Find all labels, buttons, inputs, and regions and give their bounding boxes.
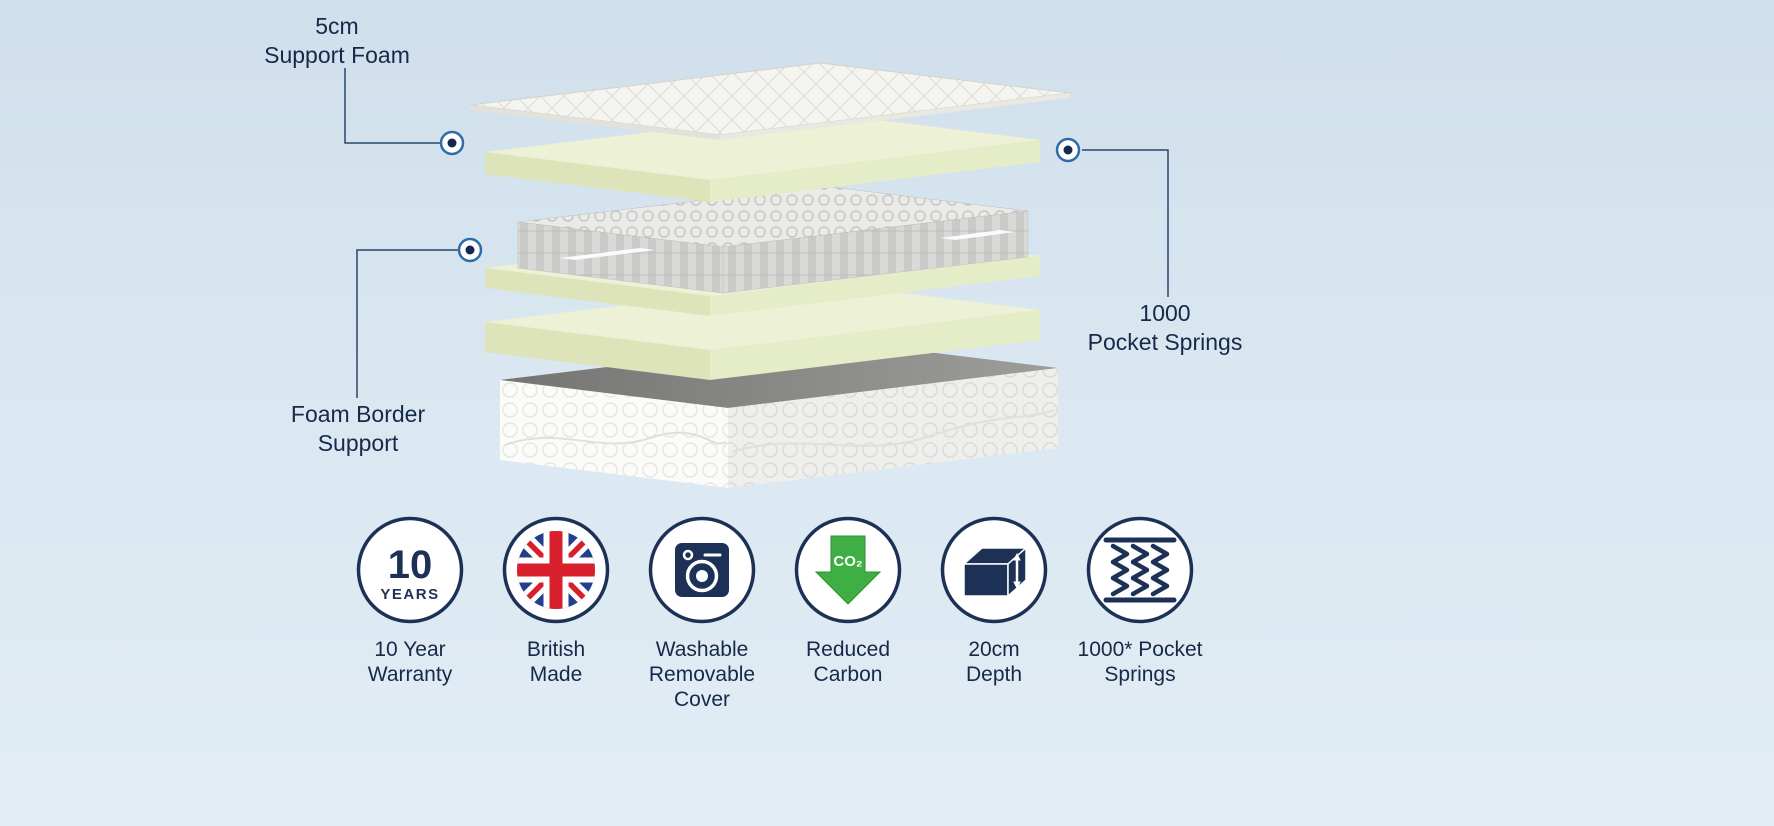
badge-text-years: YEARS bbox=[380, 586, 439, 603]
feature-label: British Made bbox=[527, 637, 585, 687]
callout-line-foam-border bbox=[356, 249, 458, 398]
callout-text-line: 1000 bbox=[1139, 300, 1191, 326]
feature-label-line: Springs bbox=[1104, 663, 1176, 686]
feature-label-line: Reduced bbox=[805, 638, 891, 661]
feature-label-line: Warranty bbox=[367, 663, 453, 686]
feature-label-line: Removable bbox=[648, 663, 756, 686]
feature-pocket-springs: 1000* Pocket Springs bbox=[1067, 515, 1213, 712]
callout-text-line: Support Foam bbox=[264, 42, 410, 68]
badge-text-co2: CO₂ bbox=[833, 553, 862, 570]
feature-label-line: Depth bbox=[965, 663, 1023, 686]
feature-label-line: Made bbox=[529, 663, 583, 686]
callout-marker-support-foam bbox=[439, 130, 465, 156]
feature-washable-cover: Washable Removable Cover bbox=[629, 515, 775, 712]
callout-line-support-foam bbox=[344, 68, 440, 144]
ten-years-badge-icon: 10 YEARS bbox=[356, 516, 464, 624]
callout-label-pocket-springs: 1000 Pocket Springs bbox=[1055, 299, 1275, 357]
feature-label: 10 Year Warranty bbox=[368, 637, 452, 687]
callout-marker-foam-border bbox=[457, 237, 483, 263]
callout-text-line: Foam Border bbox=[290, 401, 426, 427]
feature-label: Reduced Carbon bbox=[806, 637, 890, 687]
feature-label: 20cm Depth bbox=[966, 637, 1022, 687]
layer-pocket-springs bbox=[517, 185, 1029, 294]
pocket-springs-icon bbox=[1086, 516, 1194, 624]
callout-lines bbox=[344, 68, 1169, 398]
feature-reduced-carbon: CO₂ Reduced Carbon bbox=[775, 515, 921, 712]
feature-british-made: British Made bbox=[483, 515, 629, 712]
feature-label-line: 20cm bbox=[968, 638, 1020, 661]
callout-marker-pocket-springs bbox=[1055, 137, 1081, 163]
callout-text-line: Pocket Springs bbox=[1087, 329, 1243, 355]
feature-label-line: Cover bbox=[673, 688, 730, 711]
depth-box-icon bbox=[940, 516, 1048, 624]
layer-quilted-base bbox=[500, 340, 1058, 488]
callout-label-foam-border: Foam Border Support bbox=[248, 400, 468, 458]
layer-support-foam bbox=[485, 112, 1040, 202]
washing-machine-icon bbox=[648, 516, 756, 624]
feature-label-line: Carbon bbox=[813, 663, 883, 686]
feature-20cm-depth: 20cm Depth bbox=[921, 515, 1067, 712]
feature-label: 1000* Pocket Springs bbox=[1078, 637, 1203, 687]
callout-line-pocket-springs bbox=[1082, 149, 1169, 297]
callout-text-line: Support bbox=[317, 430, 399, 456]
union-jack-icon bbox=[502, 516, 610, 624]
co2-reduction-icon: CO₂ bbox=[794, 516, 902, 624]
layer-base-foam bbox=[485, 282, 1040, 380]
feature-badges-row: 10 YEARS 10 Year Warranty bbox=[337, 515, 1213, 712]
layer-quilted-cover bbox=[469, 62, 1071, 140]
feature-label-line: British bbox=[526, 638, 586, 661]
feature-label: Washable Removable Cover bbox=[649, 637, 755, 712]
feature-label-line: 10 Year bbox=[374, 638, 446, 661]
callout-text-line: 5cm bbox=[315, 13, 359, 39]
feature-label-line: Washable bbox=[655, 638, 749, 661]
callout-label-support-foam: 5cm Support Foam bbox=[227, 12, 447, 70]
feature-10-year-warranty: 10 YEARS 10 Year Warranty bbox=[337, 515, 483, 712]
feature-label-line: 1000* Pocket bbox=[1077, 638, 1203, 661]
badge-text-10: 10 bbox=[388, 543, 433, 587]
